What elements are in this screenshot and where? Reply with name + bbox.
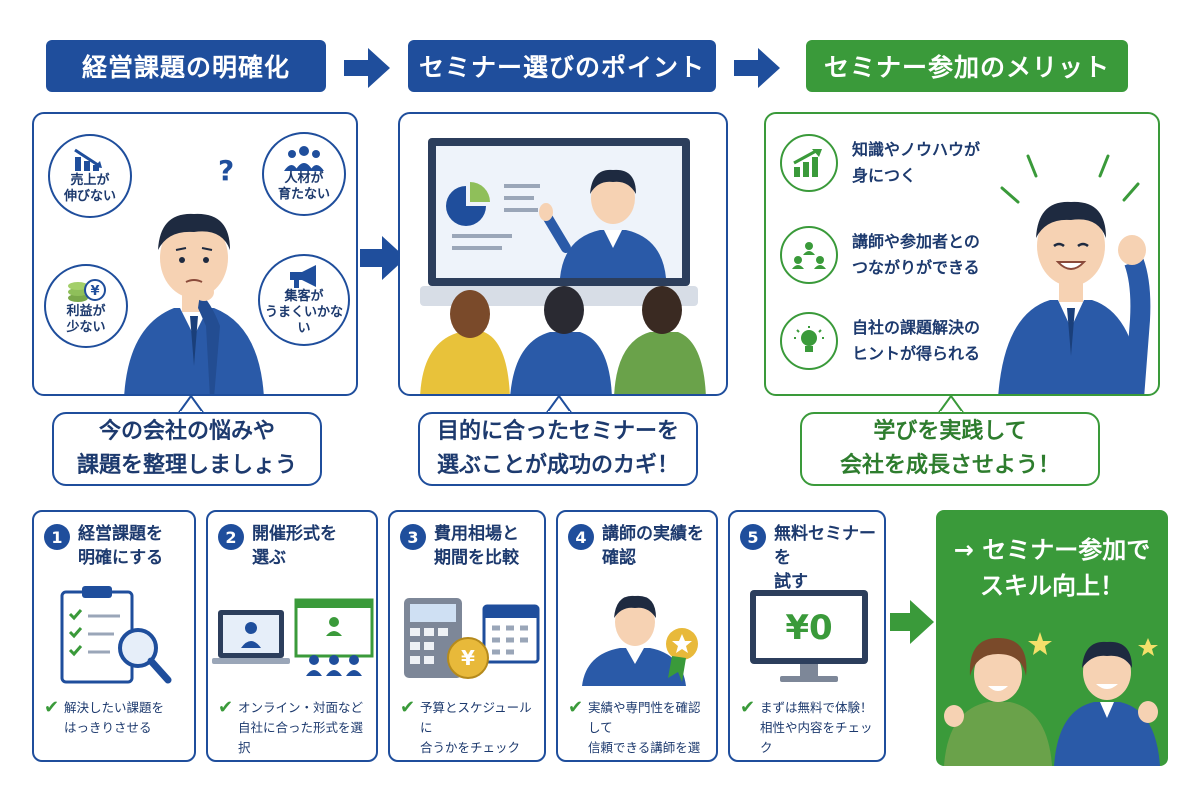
merit-text: 自社の課題解決の [852, 318, 981, 337]
issue-label: 少ない [66, 320, 106, 335]
header-seminar-merits: セミナー参加のメリット [806, 40, 1128, 92]
lightbulb-icon [780, 312, 838, 370]
merit-text: ヒントが得られる [852, 344, 981, 363]
issue-talent: 人材が 育たない [262, 132, 346, 216]
issue-customers: 集客が うまくいかない [258, 254, 350, 346]
step-number: 3 [400, 524, 426, 550]
arrow-right-icon [734, 48, 780, 88]
final-text: スキル向上！ [980, 572, 1124, 600]
final-text: → セミナー参加で [953, 536, 1151, 564]
issue-label: 人材が [284, 171, 324, 186]
coins-yen-icon: ¥ [68, 279, 106, 302]
chart-down-icon [74, 148, 102, 171]
step-note: オンライン・対面など [238, 700, 364, 715]
question-mark: ? [218, 154, 235, 187]
svg-text:¥: ¥ [90, 284, 99, 299]
step-note: まずは無料で体験！ [760, 700, 873, 715]
megaphone-icon [290, 265, 316, 288]
header-seminar-selection: セミナー選びのポイント [408, 40, 716, 92]
step-number: 2 [218, 524, 244, 550]
seminar-illustration [420, 138, 706, 394]
worried-businessman-illustration [124, 213, 264, 394]
check-icon: ✔ [568, 697, 584, 718]
lecturer-badge-icon [582, 595, 698, 686]
step-title: 無料セミナーを [774, 524, 876, 568]
step-title: 確認 [602, 548, 636, 568]
arrow-right-icon [360, 236, 406, 280]
issue-label: 集客が [284, 289, 324, 304]
calculator-calendar-icon: ¥ [390, 586, 544, 686]
merit-item: 自社の課題解決のヒントが得られる [780, 312, 980, 370]
issue-panel: 売上が 伸びない 人材が 育たない ¥ 利益が 少ない 集客が うまくいかない … [32, 112, 358, 396]
step-number: 4 [568, 524, 594, 550]
happy-team-illustration [944, 632, 1160, 766]
step-title: 期間を比較 [434, 548, 519, 568]
check-icon: ✔ [400, 697, 416, 718]
bubble-text: 選ぶことが成功のカギ！ [436, 453, 679, 478]
bubble-text: 課題を整理しましょう [76, 453, 297, 478]
yen-symbol: ¥ [461, 646, 475, 670]
merit-text: 講師や参加者との [852, 232, 980, 251]
free-monitor-icon: ¥0 [730, 586, 884, 686]
issue-label: 利益が [66, 304, 106, 319]
check-icon: ✔ [740, 697, 756, 718]
check-icon: ✔ [218, 697, 234, 718]
arrow-right-icon [344, 48, 390, 88]
step-number: 5 [740, 524, 766, 550]
step-title: 開催形式を [252, 524, 337, 544]
step-title: 選ぶ [252, 548, 286, 568]
step-card-2: 2 開催形式を選ぶ ✔ オンライン・対面など自社に合った形式を選択 [206, 510, 378, 762]
step-title: 講師の実績を [602, 524, 704, 544]
bubble-text: 会社を成長させよう！ [839, 453, 1060, 478]
issue-speech-bubble: 今の会社の悩みや 課題を整理しましょう [52, 412, 322, 486]
step-note: 合うかをチェック [420, 740, 521, 755]
step-note: はっきりさせる [64, 720, 152, 735]
network-people-icon [780, 226, 838, 284]
step-note: 信頼できる講師を選ぶ [588, 740, 701, 755]
merit-text: つながりができる [852, 258, 980, 277]
step-title: 費用相場と [434, 524, 519, 544]
step-title: 明確にする [78, 548, 164, 568]
free-price-text: ¥0 [785, 608, 833, 648]
issue-sales: 売上が 伸びない [48, 134, 132, 218]
step-note: 予算とスケジュールに [420, 700, 532, 735]
step-card-5: 5 無料セミナーを試す ¥0 ✔ まずは無料で体験！ 相性や内容をチェック [728, 510, 886, 762]
clipboard-magnifier-icon [60, 586, 172, 684]
happy-businessman-illustration [998, 154, 1151, 394]
merit-text: 身につく [852, 166, 917, 185]
seminar-scene-panel [398, 112, 728, 396]
header-issue-clarification: 経営課題の明確化 [46, 40, 326, 92]
merit-item: 知識やノウハウが身につく [780, 134, 980, 192]
step-note: 相性や内容をチェック [760, 720, 873, 755]
arrow-right-icon [890, 600, 934, 644]
step-title: 試す [774, 572, 808, 592]
step-card-3: 3 費用相場と期間を比較 ¥ ✔予算とスケジュールに合うかをチェック [388, 510, 546, 762]
issue-label: 育たない [277, 187, 330, 202]
skill-up-card: → セミナー参加で スキル向上！ [936, 510, 1168, 766]
step-note: 自社に合った形式を選択 [238, 720, 364, 755]
merit-speech-bubble: 学びを実践して 会社を成長させよう！ [800, 412, 1100, 486]
step-card-1: 1 経営課題を明確にする ✔ 解決したい課題をはっきりさせる [32, 510, 196, 762]
bubble-text: 目的に合ったセミナーを [436, 419, 679, 444]
step-note: 実績や専門性を確認して [588, 700, 701, 735]
merit-text: 知識やノウハウが [852, 140, 981, 159]
merit-item: 講師や参加者とのつながりができる [780, 226, 980, 284]
bubble-text: 学びを実践して [873, 419, 1027, 444]
online-offline-icon [212, 598, 374, 676]
step-note: 解決したい課題を [64, 700, 165, 715]
check-icon: ✔ [44, 697, 60, 718]
selection-speech-bubble: 目的に合ったセミナーを 選ぶことが成功のカギ！ [418, 412, 698, 486]
issue-label: 売上が [70, 173, 110, 188]
issue-profit: ¥ 利益が 少ない [44, 264, 128, 348]
bubble-text: 今の会社の悩みや [98, 419, 275, 444]
people-icon [284, 146, 324, 171]
step-title: 経営課題を [78, 524, 163, 544]
step-number: 1 [44, 524, 70, 550]
growth-chart-icon [780, 134, 838, 192]
issue-label: うまくいかない [264, 305, 343, 336]
issue-label: 伸びない [63, 189, 116, 204]
